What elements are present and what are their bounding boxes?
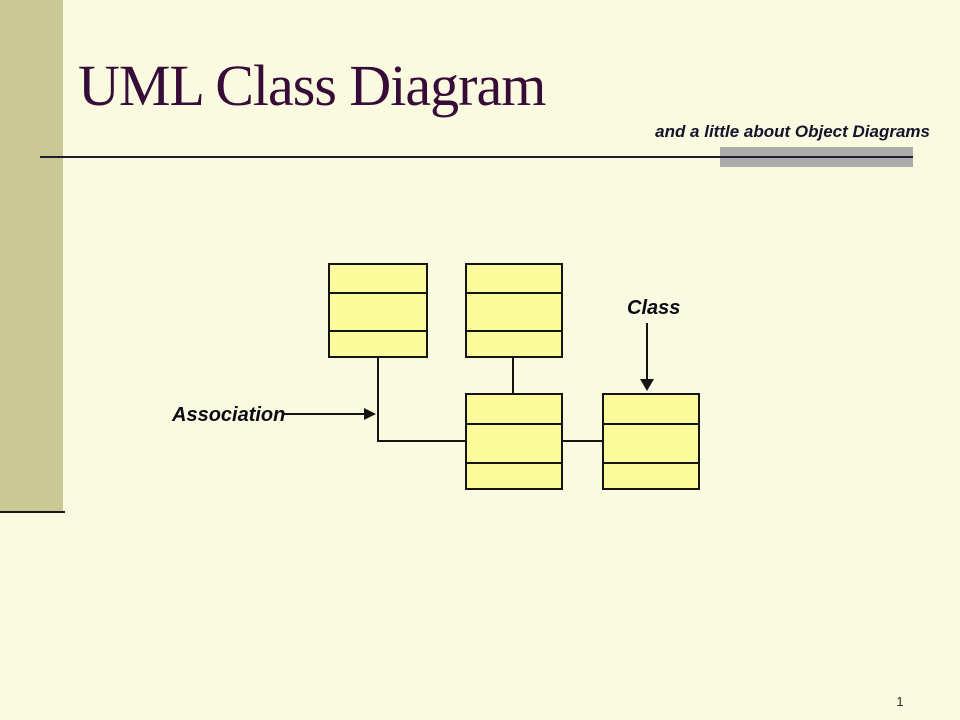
uml-box-operations-compartment [330, 330, 426, 356]
title-rule-line [40, 156, 913, 158]
class-label: Class [627, 297, 681, 319]
association-arrow-line [283, 413, 365, 415]
connector-horizontal-to-bottom-middle-box [377, 440, 465, 442]
left-accent-column [0, 0, 63, 511]
uml-class-box-top-left [328, 263, 428, 358]
slide-title: UML Class Diagram [78, 53, 546, 118]
uml-box-operations-compartment [467, 462, 561, 488]
association-arrowhead-icon [364, 408, 376, 420]
uml-class-box-bottom-right [602, 393, 700, 490]
uml-class-box-bottom-middle [465, 393, 563, 490]
class-arrowhead-icon [640, 379, 654, 391]
uml-box-operations-compartment [604, 462, 698, 488]
uml-box-name-compartment [467, 395, 561, 423]
slide-subtitle: and a little about Object Diagrams [655, 122, 930, 141]
connector-vertical-top-right-to-bottom-middle [512, 358, 514, 393]
connector-vertical-from-top-left-box [377, 358, 379, 442]
uml-box-attributes-compartment [467, 423, 561, 462]
uml-box-attributes-compartment [467, 292, 561, 330]
uml-box-name-compartment [604, 395, 698, 423]
uml-class-box-top-right [465, 263, 563, 358]
left-accent-underline [0, 511, 65, 513]
connector-horizontal-bottom-middle-to-bottom-right [563, 440, 602, 442]
page-number: 1 [896, 694, 904, 709]
association-label: Association [172, 404, 286, 426]
uml-box-attributes-compartment [330, 292, 426, 330]
uml-box-attributes-compartment [604, 423, 698, 462]
uml-box-operations-compartment [467, 330, 561, 356]
uml-box-name-compartment [330, 265, 426, 292]
class-arrow-line [646, 323, 648, 379]
uml-box-name-compartment [467, 265, 561, 292]
